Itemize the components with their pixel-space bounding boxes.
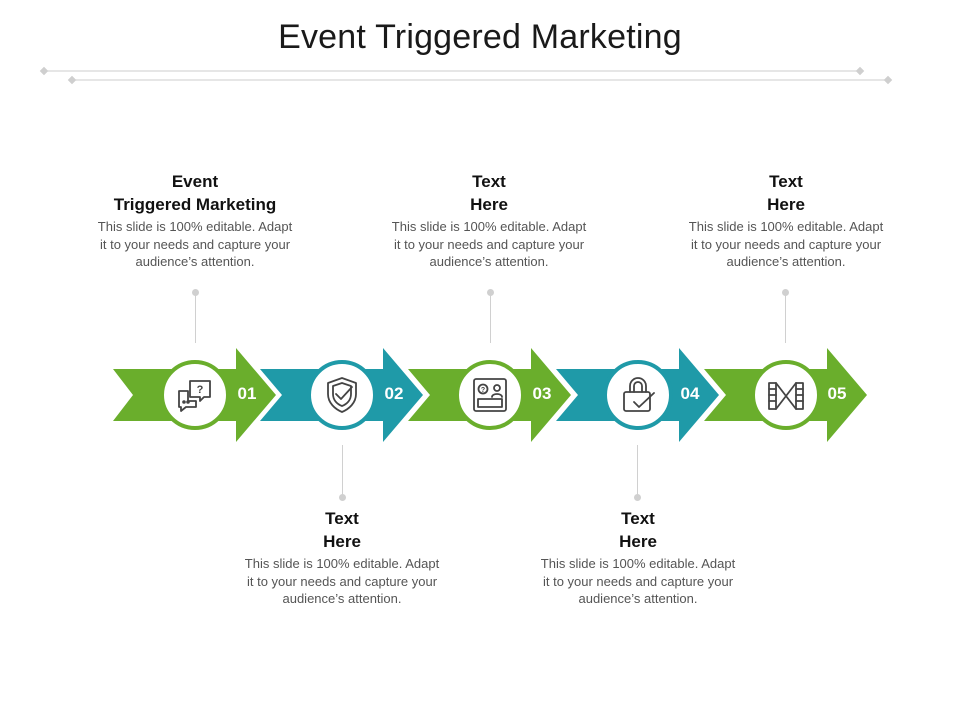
step-4-number: 04 <box>680 384 700 403</box>
step-4-icon-circle <box>603 360 673 430</box>
step-4-connector <box>637 445 638 497</box>
step-5-connector-dot <box>782 289 789 296</box>
step-5-icon-circle <box>751 360 821 430</box>
step-5-heading: Text Here <box>767 172 805 214</box>
title-divider <box>39 66 893 85</box>
step-1-description: This slide is 100% editable. Adapt it to… <box>97 219 293 269</box>
step-2-text-block: Text Here This slide is 100% editable. A… <box>242 507 442 608</box>
step-2-icon-circle <box>307 360 377 430</box>
step-3-connector-dot <box>487 289 494 296</box>
step-1-text-block: Event Triggered Marketing This slide is … <box>95 170 295 271</box>
step-3-description: This slide is 100% editable. Adapt it to… <box>391 219 587 269</box>
shield-check-icon <box>327 377 357 413</box>
step-3-text-block: Text Here This slide is 100% editable. A… <box>389 170 589 271</box>
step-3-connector <box>490 293 491 343</box>
step-3-heading: Text Here <box>470 172 508 214</box>
step-1-connector <box>195 293 196 343</box>
step-5-description: This slide is 100% editable. Adapt it to… <box>688 219 884 269</box>
step-4-connector-dot <box>634 494 641 501</box>
page-title: Event Triggered Marketing <box>278 18 682 56</box>
step-4-description: This slide is 100% editable. Adapt it to… <box>540 556 736 606</box>
step-4-text-block: Text Here This slide is 100% editable. A… <box>538 507 738 608</box>
step-1-heading: Event Triggered Marketing <box>113 172 277 214</box>
help-desk-icon: ? <box>473 378 507 412</box>
svg-text:?: ? <box>481 387 485 394</box>
chat-question-icon: ? <box>178 380 211 412</box>
step-2-heading: Text Here <box>323 509 361 551</box>
step-5-text-block: Text Here This slide is 100% editable. A… <box>686 170 886 271</box>
film-frames-icon <box>768 382 804 410</box>
step-1-connector-dot <box>192 289 199 296</box>
step-1-number: 01 <box>237 384 257 403</box>
step-4-heading: Text Here <box>619 509 657 551</box>
step-5-number: 05 <box>827 384 847 403</box>
step-1-icon-circle: ? <box>160 360 230 430</box>
step-2-number: 02 <box>384 384 404 403</box>
step-2-description: This slide is 100% editable. Adapt it to… <box>244 556 440 606</box>
step-3-number: 03 <box>532 384 552 403</box>
step-5-connector <box>785 293 786 343</box>
svg-text:?: ? <box>197 384 204 396</box>
step-2-connector <box>342 445 343 497</box>
step-2-connector-dot <box>339 494 346 501</box>
padlock-check-icon <box>623 377 655 412</box>
step-3-icon-circle: ? <box>455 360 525 430</box>
